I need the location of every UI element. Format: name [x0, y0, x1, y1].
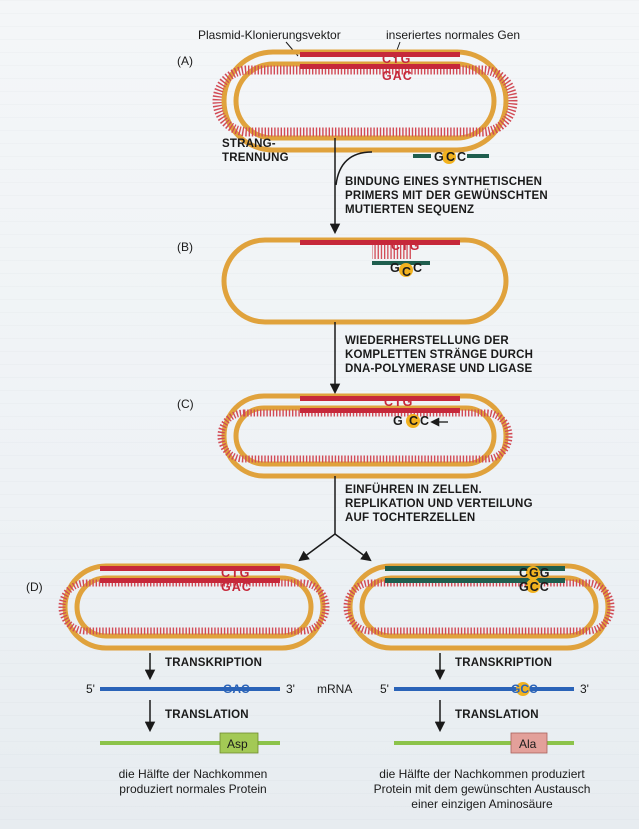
primer-codon: G — [434, 150, 445, 164]
primer-codon-end: C — [457, 150, 467, 164]
caption-right-1: die Hälfte der Nachkommen produziert — [379, 767, 585, 781]
codon-ctg-b: CTG — [391, 239, 420, 253]
codon-c-b: C — [402, 265, 412, 279]
step-primer-1: BINDUNG EINES SYNTHETISCHEN — [345, 176, 542, 188]
step-strand-sep-1: STRANG- — [222, 138, 276, 150]
mrna-left-strand — [100, 687, 280, 691]
mrna-label: mRNA — [317, 682, 352, 696]
caption-left-2: produziert normales Protein — [119, 782, 266, 796]
plasmid-a — [217, 52, 513, 150]
plasmid-d-left — [62, 566, 326, 648]
translation-label-left: TRANSLATION — [165, 709, 249, 721]
mrna-right-3prime: 3' — [580, 682, 589, 696]
caption-right-3: einer einzigen Aminosäure — [411, 797, 553, 811]
codon-g-c: G — [393, 414, 404, 428]
codon-c2-b: C — [413, 261, 423, 275]
mrna-left-codon: GAC — [223, 682, 250, 696]
aa-right: Ala — [519, 737, 537, 751]
mrna-right-strand — [394, 687, 574, 691]
gene-label: inseriertes normales Gen — [386, 28, 520, 42]
codon-c-c: C — [409, 414, 419, 428]
plasmid-b — [224, 240, 506, 322]
codon-g-b: G — [390, 261, 401, 275]
panel-a-label: (A) — [177, 54, 193, 68]
step-primer-2: PRIMERS MIT DER GEWÜNSCHTEN — [345, 189, 548, 202]
panel-c-label: (C) — [177, 397, 194, 411]
panel-d-label: (D) — [26, 580, 43, 594]
codon-gcc-d-right: GCC — [519, 580, 550, 594]
codon-gac-a: GAC — [382, 69, 413, 83]
gene-strand-top — [300, 52, 460, 57]
mrna-right-codon: GCC — [511, 682, 538, 696]
mrna-left-5prime: 5' — [86, 682, 95, 696]
arrow-c-left — [300, 534, 335, 560]
codon-cgg-d-right: CGG — [519, 566, 550, 580]
step-strand-sep-2: TRENNUNG — [222, 152, 289, 164]
step-repair-1: WIEDERHERSTELLUNG DER — [345, 335, 509, 347]
transcription-label-left: TRANSKRIPTION — [165, 657, 262, 669]
mrna-left-3prime: 3' — [286, 682, 295, 696]
codon-c2-c: C — [420, 414, 430, 428]
mrna-right-5prime: 5' — [380, 682, 389, 696]
primer-codon-mut: C — [446, 150, 456, 164]
panel-b-label: (B) — [177, 240, 193, 254]
step-repair-2: KOMPLETTEN STRÄNGE DURCH — [345, 348, 533, 361]
vector-label: Plasmid-Klonierungsvektor — [198, 28, 341, 42]
aa-left: Asp — [227, 737, 248, 751]
codon-ctg-a: CTG — [382, 52, 411, 66]
codon-gac-d-left: GAC — [221, 580, 252, 594]
step-primer-3: MUTIERTEN SEQUENZ — [345, 204, 474, 216]
step-intro-1: EINFÜHREN IN ZELLEN. — [345, 483, 482, 496]
gene-strand-bottom — [300, 64, 460, 69]
plasmid-d-right — [347, 566, 611, 648]
caption-left-1: die Hälfte der Nachkommen — [119, 767, 268, 781]
caption-right-2: Protein mit dem gewünschten Austausch — [374, 782, 591, 796]
arrow-c-right — [335, 534, 370, 560]
plasmid-c — [221, 396, 509, 476]
codon-ctg-d-left: CTG — [221, 566, 250, 580]
step-intro-2: REPLIKATION UND VERTEILUNG — [345, 498, 533, 510]
step-repair-3: DNA-POLYMERASE UND LIGASE — [345, 363, 532, 375]
codon-ctg-c: CTG — [384, 395, 413, 409]
step-intro-3: AUF TOCHTERZELLEN — [345, 512, 475, 524]
translation-label-right: TRANSLATION — [455, 709, 539, 721]
transcription-label-right: TRANSKRIPTION — [455, 657, 552, 669]
